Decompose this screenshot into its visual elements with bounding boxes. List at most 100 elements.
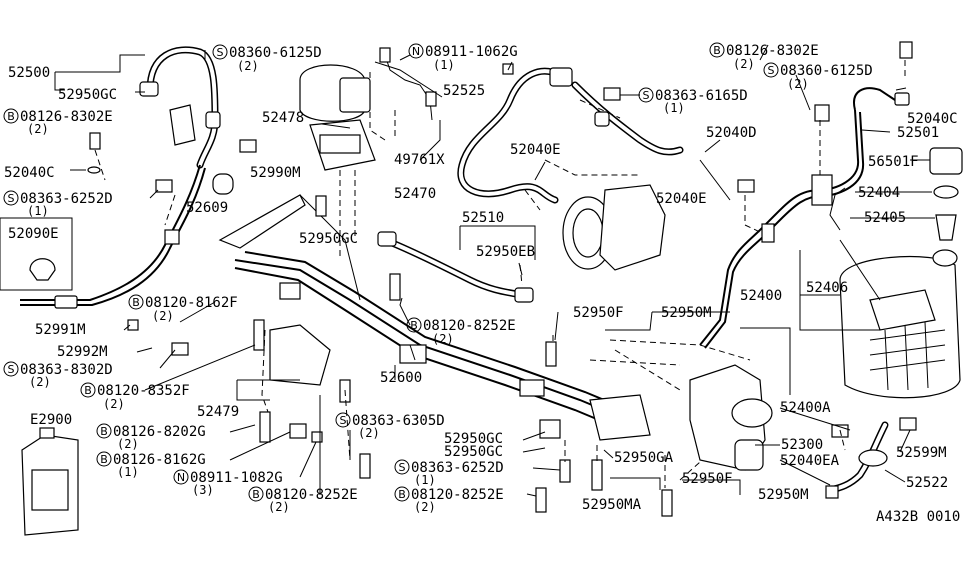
pipe-clamp — [279, 282, 301, 300]
svg-text:(2): (2) — [117, 437, 139, 451]
label-52300: 52300 — [781, 437, 823, 453]
prefix-n-icon: N — [412, 45, 420, 58]
svg-text:08126-8302E: 08126-8302E — [20, 109, 113, 125]
callout-08120-8252e-b: B 08120-8252E (2) — [248, 486, 358, 514]
dipstick-52406 — [839, 239, 881, 301]
svg-text:08363-6252D: 08363-6252D — [20, 191, 113, 207]
prefix-n-icon: N — [177, 471, 185, 484]
prefix-s-icon: S — [399, 461, 406, 474]
label-52040c: 52040C — [4, 165, 55, 181]
label-52400a: 52400A — [780, 400, 831, 416]
label-52470: 52470 — [394, 186, 436, 202]
svg-text:(2): (2) — [414, 500, 436, 514]
svg-text:08911-1082G: 08911-1082G — [190, 470, 283, 486]
hose-clamp — [594, 111, 610, 127]
callout-08120-8352f: B 08120-8352F (2) — [80, 382, 190, 411]
pipe-bracket — [589, 394, 651, 441]
label-52405: 52405 — [864, 210, 906, 226]
label-52040c-b: 52040C — [907, 111, 958, 127]
label-52040e: 52040E — [510, 142, 561, 158]
label-52950ma: 52950MA — [582, 497, 642, 513]
svg-text:08126-8162G: 08126-8162G — [113, 452, 206, 468]
svg-text:08363-8302D: 08363-8302D — [20, 362, 113, 378]
prefix-b-icon: B — [252, 488, 260, 501]
label-52950m: 52950M — [661, 305, 712, 321]
bracket-52609 — [218, 194, 306, 249]
svg-text:08363-6305D: 08363-6305D — [352, 413, 445, 429]
callout-08360-6125d: S 08360-6125D (2) — [212, 44, 322, 73]
svg-text:08360-6125D: 08360-6125D — [229, 45, 322, 61]
prefix-b-icon: B — [7, 110, 15, 123]
label-52990m: 52990M — [250, 165, 301, 181]
label-52950f-b: 52950F — [682, 471, 733, 487]
label-56501f: 56501F — [868, 154, 919, 170]
artwork — [20, 41, 963, 536]
callout-08363-6252d-b: S 08363-6252D (1) — [394, 459, 504, 487]
svg-text:(1): (1) — [433, 58, 455, 72]
callout-08363-6305d: S 08363-6305D (2) — [335, 412, 445, 440]
prefix-b-icon: B — [100, 453, 108, 466]
label-52040d: 52040D — [706, 125, 757, 141]
svg-text:08360-6125D: 08360-6125D — [780, 63, 873, 79]
label-52992m: 52992M — [57, 344, 108, 360]
svg-text:08120-8252E: 08120-8252E — [411, 487, 504, 503]
prefix-b-icon: B — [398, 488, 406, 501]
label-52950gc-d: 52950GC — [444, 444, 503, 460]
reference-code: A432B 0010 — [876, 509, 960, 525]
label-52404: 52404 — [858, 185, 900, 201]
prefix-b-icon: B — [410, 319, 418, 332]
svg-text:(2): (2) — [733, 57, 755, 71]
svg-text:(2): (2) — [432, 332, 454, 346]
callout-08120-8252e-c: B 08120-8252E (2) — [394, 486, 504, 514]
strainer-52405 — [935, 214, 957, 241]
svg-text:(2): (2) — [268, 500, 290, 514]
prefix-s-icon: S — [643, 89, 650, 102]
svg-text:(2): (2) — [787, 77, 809, 91]
svg-text:(1): (1) — [27, 204, 49, 218]
callout-08126-8162g: B 08126-8162G (1) — [96, 451, 206, 479]
reservoir-tank-52400 — [839, 255, 961, 399]
tube-bracket — [811, 174, 833, 206]
callout-08363-6165d: S 08363-6165D (1) — [638, 87, 748, 115]
callout-08120-8162f: B 08120-8162F (2) — [128, 294, 238, 323]
label-52991m: 52991M — [35, 322, 86, 338]
return-tube-52501 — [699, 109, 860, 346]
svg-text:08120-8252E: 08120-8252E — [423, 318, 516, 334]
label-52950m-b: 52950M — [758, 487, 809, 503]
svg-text:(2): (2) — [152, 309, 174, 323]
label-52501: 52501 — [897, 125, 939, 141]
callout-08363-8302d: S 08363-8302D (2) — [3, 361, 113, 389]
label-52510: 52510 — [462, 210, 504, 226]
prefix-s-icon: S — [217, 46, 224, 59]
svg-text:(2): (2) — [27, 122, 49, 136]
prefix-s-icon: S — [8, 363, 15, 376]
seal-52404 — [933, 185, 959, 199]
pipe-clamp — [539, 419, 561, 439]
callout-08120-8252e: B 08120-8252E (2) — [406, 317, 516, 346]
svg-text:08126-8202G: 08126-8202G — [113, 424, 206, 440]
prefix-s-icon: S — [340, 414, 347, 427]
callout-08363-6252d: S 08363-6252D (1) — [3, 190, 113, 218]
tank-grid — [869, 321, 946, 391]
label-e2900: E2900 — [30, 412, 72, 428]
return-tube — [20, 164, 201, 301]
svg-text:(1): (1) — [414, 473, 436, 487]
svg-text:(1): (1) — [117, 465, 139, 479]
label-52478: 52478 — [262, 110, 304, 126]
label-52090e: 52090E — [8, 226, 59, 242]
callout-08911-1082g: N 08911-1082G (3) — [173, 469, 283, 497]
reservoir-band — [339, 77, 371, 113]
bolts — [87, 41, 917, 517]
grommet-52990m — [212, 173, 234, 195]
hose-fitting — [139, 81, 159, 97]
label-52950gc-c: 52950GC — [444, 431, 503, 447]
prefix-b-icon: B — [132, 296, 140, 309]
pipe-clamp — [519, 379, 545, 397]
label-52950eb: 52950EB — [476, 244, 535, 260]
power-steering-pump — [599, 184, 666, 271]
svg-text:08126-8302E: 08126-8302E — [726, 43, 819, 59]
inset-box — [0, 217, 73, 291]
label-52599m: 52599M — [896, 445, 947, 461]
